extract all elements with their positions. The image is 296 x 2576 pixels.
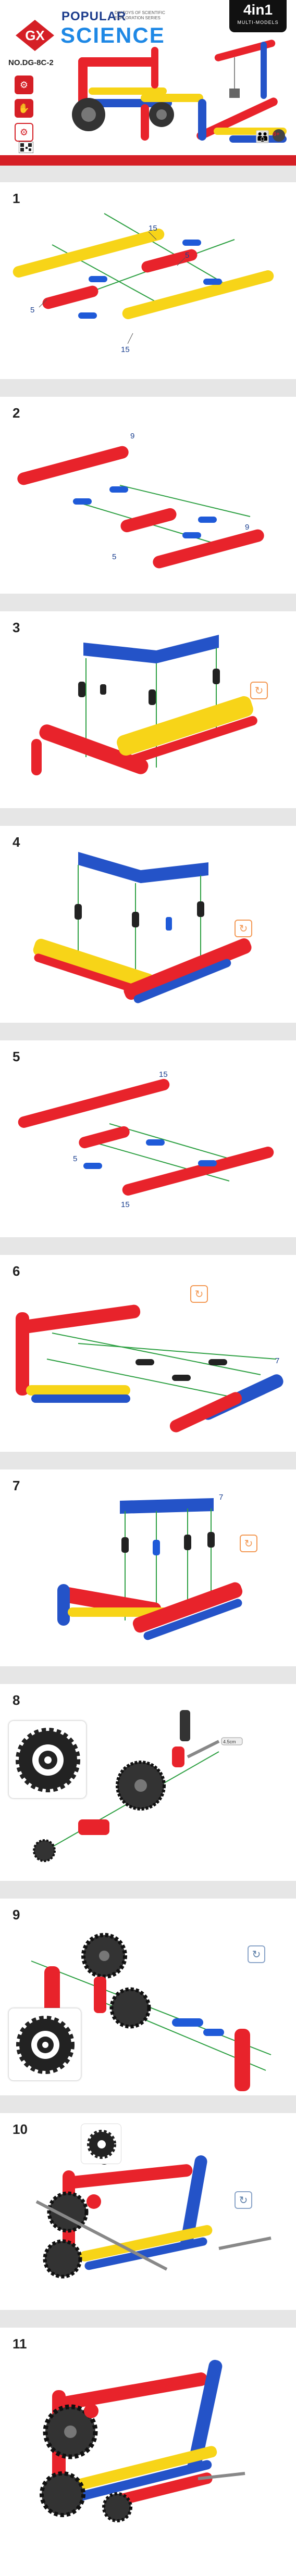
step-number: 3: [13, 620, 20, 635]
step-number: 1: [13, 191, 20, 206]
step-6-callout-1: 7: [275, 1356, 279, 1365]
step-panel-4: 4 ↻: [0, 826, 296, 1023]
step-2-callout-3: 9: [245, 523, 249, 532]
family-icon: 👪: [255, 130, 270, 143]
step-4-diagram: [33, 852, 252, 1003]
step-number: 11: [13, 2336, 27, 2352]
step-7-diagram: 7: [57, 1493, 243, 1640]
step-5-callout-3: 15: [121, 1200, 130, 1209]
step-2-callout-1: 9: [130, 432, 134, 441]
step-panel-10: 10 ↻: [0, 2113, 296, 2310]
rotate-icon: ↻: [235, 2191, 252, 2209]
step-7-callout-1: 7: [219, 1493, 223, 1502]
badge-main-text: 4in1: [243, 2, 273, 18]
step-number: 2: [13, 405, 20, 421]
gear-small-icon: [87, 2130, 116, 2159]
badge-sub-text: MULTI-MODELS: [237, 20, 279, 25]
step-number: 7: [13, 1478, 20, 1493]
step-panel-6: 6 7 ↻: [0, 1255, 296, 1452]
cover-section: GX NO.DG-8C-2 ⚙ ✋ ⚙ POPULAR SCIENCE DIY …: [0, 0, 296, 166]
logo-text: GX: [25, 28, 45, 43]
step-1-callout-2: 5: [185, 251, 189, 260]
qr-code-icon: [19, 142, 33, 153]
brand-logo: GX: [16, 20, 54, 51]
step-panel-8: 8 4.5cm: [0, 1684, 296, 1881]
step-1-callout-1: 15: [149, 224, 157, 233]
age-label: 6+: [273, 131, 280, 137]
step-3-diagram: [31, 635, 257, 775]
step-11-diagram: [40, 2359, 245, 2522]
axle-length-label: 4.5cm: [223, 1739, 236, 1744]
hand-icon: ✋: [15, 99, 33, 118]
rotate-icon: ↻: [190, 1285, 208, 1303]
robot-icon: ⚙: [15, 76, 33, 94]
step-5-diagram: 15 5 15: [18, 1070, 274, 1209]
step-5-callout-2: 5: [73, 1154, 77, 1163]
step-panel-11: 11: [0, 2328, 296, 2576]
step-panel-5: 5 15 5 15: [0, 1040, 296, 1237]
step-1-diagram: 15 5 5 15: [13, 213, 274, 354]
step-number: 10: [13, 2121, 28, 2137]
step-6-diagram: 7: [16, 1304, 283, 1432]
rotate-icon: ↻: [248, 1945, 265, 1963]
step-5-callout-1: 15: [159, 1070, 168, 1079]
rotate-icon: ↻: [240, 1535, 257, 1552]
step-panel-3: 3 ↻: [0, 611, 296, 808]
step-2-diagram: 9 5 9: [17, 432, 264, 569]
step-8-diagram: 4.5cm: [33, 1710, 243, 1862]
step-10-diagram: [35, 2150, 272, 2279]
rotate-icon: ↻: [235, 920, 252, 937]
brand-subtitle: DIY TOYS OF SCIENTIFIC EXPLORATION SERIE…: [115, 10, 165, 20]
model-number: NO.DG-8C-2: [8, 58, 54, 67]
gear-reference-box: [8, 1720, 87, 1799]
step-panel-9: 9 ↻: [0, 1899, 296, 2095]
gear-reference-box: [8, 2008, 81, 2081]
step-number: 9: [13, 1907, 20, 1922]
step-panel-1: 1 15 5 5 15: [0, 182, 296, 379]
brand-title-science: SCIENCE: [60, 23, 165, 47]
models-badge: 4in1 MULTI-MODELS: [229, 0, 287, 32]
step-9-diagram: [31, 1933, 272, 2091]
cover-bottom-band: [0, 155, 296, 166]
step-2-callout-2: 5: [112, 552, 116, 561]
brand-title-popular: POPULAR: [61, 9, 127, 23]
step-number: 5: [13, 1049, 20, 1064]
step-panel-7: 7 7 ↻: [0, 1469, 296, 1666]
gear-large-icon: [16, 1728, 80, 1792]
step-number: 8: [13, 1692, 20, 1708]
product-illustration: [72, 40, 287, 143]
step-number: 6: [13, 1263, 20, 1279]
step-1-callout-3: 5: [30, 306, 34, 315]
gear-small-reference-box: [81, 2123, 121, 2164]
step-1-callout-4: 15: [121, 345, 130, 354]
step-panel-2: 2 9 5 9: [0, 397, 296, 594]
rotate-icon: ↻: [250, 682, 268, 699]
gear-large-icon: [16, 2016, 75, 2074]
step-number: 4: [13, 834, 20, 850]
gear-icon: ⚙: [15, 123, 33, 142]
